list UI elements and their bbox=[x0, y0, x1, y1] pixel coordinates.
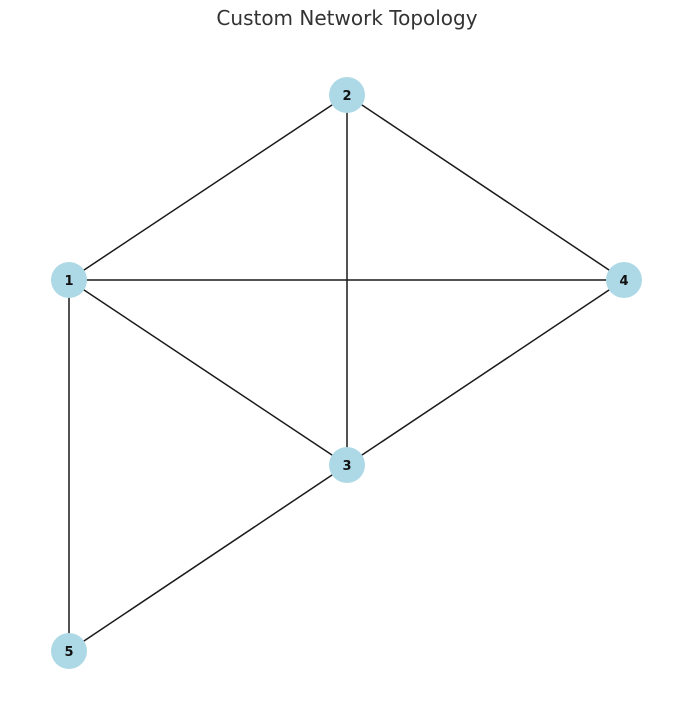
node-circle bbox=[329, 77, 365, 113]
node-4: 4 bbox=[606, 262, 642, 298]
node-circle bbox=[51, 262, 87, 298]
node-3: 3 bbox=[329, 447, 365, 483]
node-label: 4 bbox=[619, 274, 628, 289]
node-label: 2 bbox=[342, 89, 351, 104]
node-label: 5 bbox=[64, 645, 73, 660]
edge-3-4 bbox=[346, 279, 625, 466]
edge-3-5 bbox=[68, 464, 348, 652]
node-2: 2 bbox=[329, 77, 365, 113]
edge-1-2 bbox=[68, 94, 348, 281]
diagram-title: Custom Network Topology bbox=[216, 6, 478, 30]
node-label: 3 bbox=[342, 459, 351, 474]
node-circle bbox=[329, 447, 365, 483]
node-5: 5 bbox=[51, 633, 87, 669]
node-circle bbox=[51, 633, 87, 669]
edge-1-3 bbox=[68, 279, 348, 466]
node-circle bbox=[606, 262, 642, 298]
node-1: 1 bbox=[51, 262, 87, 298]
node-label: 1 bbox=[64, 274, 73, 289]
edge-2-4 bbox=[346, 94, 625, 281]
